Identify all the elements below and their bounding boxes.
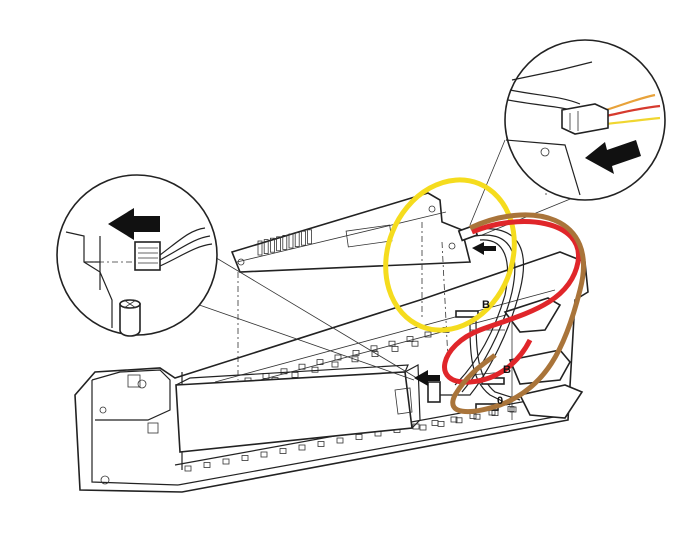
right-magnifier-inset — [504, 39, 666, 201]
callout-zero: 0 — [497, 395, 503, 407]
arrow-left-icon — [414, 370, 440, 386]
dip-switch — [307, 229, 313, 245]
tray-slot — [355, 434, 363, 440]
connector-icon — [134, 241, 161, 271]
tray-slot — [298, 444, 306, 451]
tray-slot — [241, 455, 249, 461]
tray-slot — [184, 465, 192, 472]
tray-slot — [455, 417, 463, 424]
tray-slot — [336, 437, 344, 444]
tray-slot — [509, 406, 517, 413]
magnifier-leader-left — [177, 234, 421, 381]
tray-slot — [351, 356, 359, 363]
dip-switch — [294, 232, 300, 248]
connector-icon — [561, 103, 609, 135]
dip-switch-block — [257, 229, 313, 256]
tray-slot — [260, 451, 268, 458]
yellow-highlight-loop — [383, 177, 517, 333]
tray-slot — [473, 413, 481, 420]
dip-switch — [300, 230, 306, 246]
tray-slot — [316, 359, 324, 366]
tray-slot — [391, 345, 399, 352]
power-supply-module — [175, 364, 421, 453]
tray-slot — [370, 345, 378, 352]
dip-switch — [288, 233, 294, 249]
tray-slot — [424, 331, 432, 338]
tray-slot — [291, 371, 299, 378]
tray-slot — [298, 363, 306, 370]
red-highlight-loop — [442, 219, 581, 385]
callout-b-lower: B — [503, 364, 511, 376]
dip-switch — [269, 237, 275, 253]
tray-slot — [411, 340, 419, 347]
tray-slot — [419, 424, 427, 431]
tray-slot — [331, 361, 339, 368]
tray-slot — [437, 420, 445, 427]
dip-switch — [276, 236, 282, 252]
tray-slot — [222, 458, 230, 465]
dip-switch — [282, 234, 288, 250]
tray-slot — [507, 406, 515, 412]
tray-slot — [406, 336, 414, 343]
dip-switch — [263, 239, 269, 255]
tray-slot — [450, 416, 458, 423]
tray-slot — [279, 448, 287, 454]
dip-switch — [257, 240, 263, 256]
callout-b-upper: B — [482, 299, 490, 311]
magnifier-leader-right — [469, 139, 506, 226]
brown-highlight-loop — [450, 212, 586, 415]
tray-slot — [203, 462, 211, 468]
magnifier-leader-left-2 — [184, 299, 415, 381]
tray-slot — [352, 349, 360, 356]
tray-slot — [371, 351, 379, 358]
tray-slot — [280, 368, 288, 375]
arrow-left-icon — [472, 242, 496, 255]
left-magnifier-inset — [56, 174, 218, 337]
arrow-left-icon — [108, 208, 160, 240]
circuit-board — [230, 192, 472, 273]
tray-slot — [311, 366, 319, 373]
arrow-left-icon — [585, 140, 641, 174]
tray-slot — [334, 354, 342, 361]
latch-assembly — [469, 297, 584, 420]
tray-slot — [317, 441, 325, 447]
screw-post-icon — [119, 299, 141, 337]
